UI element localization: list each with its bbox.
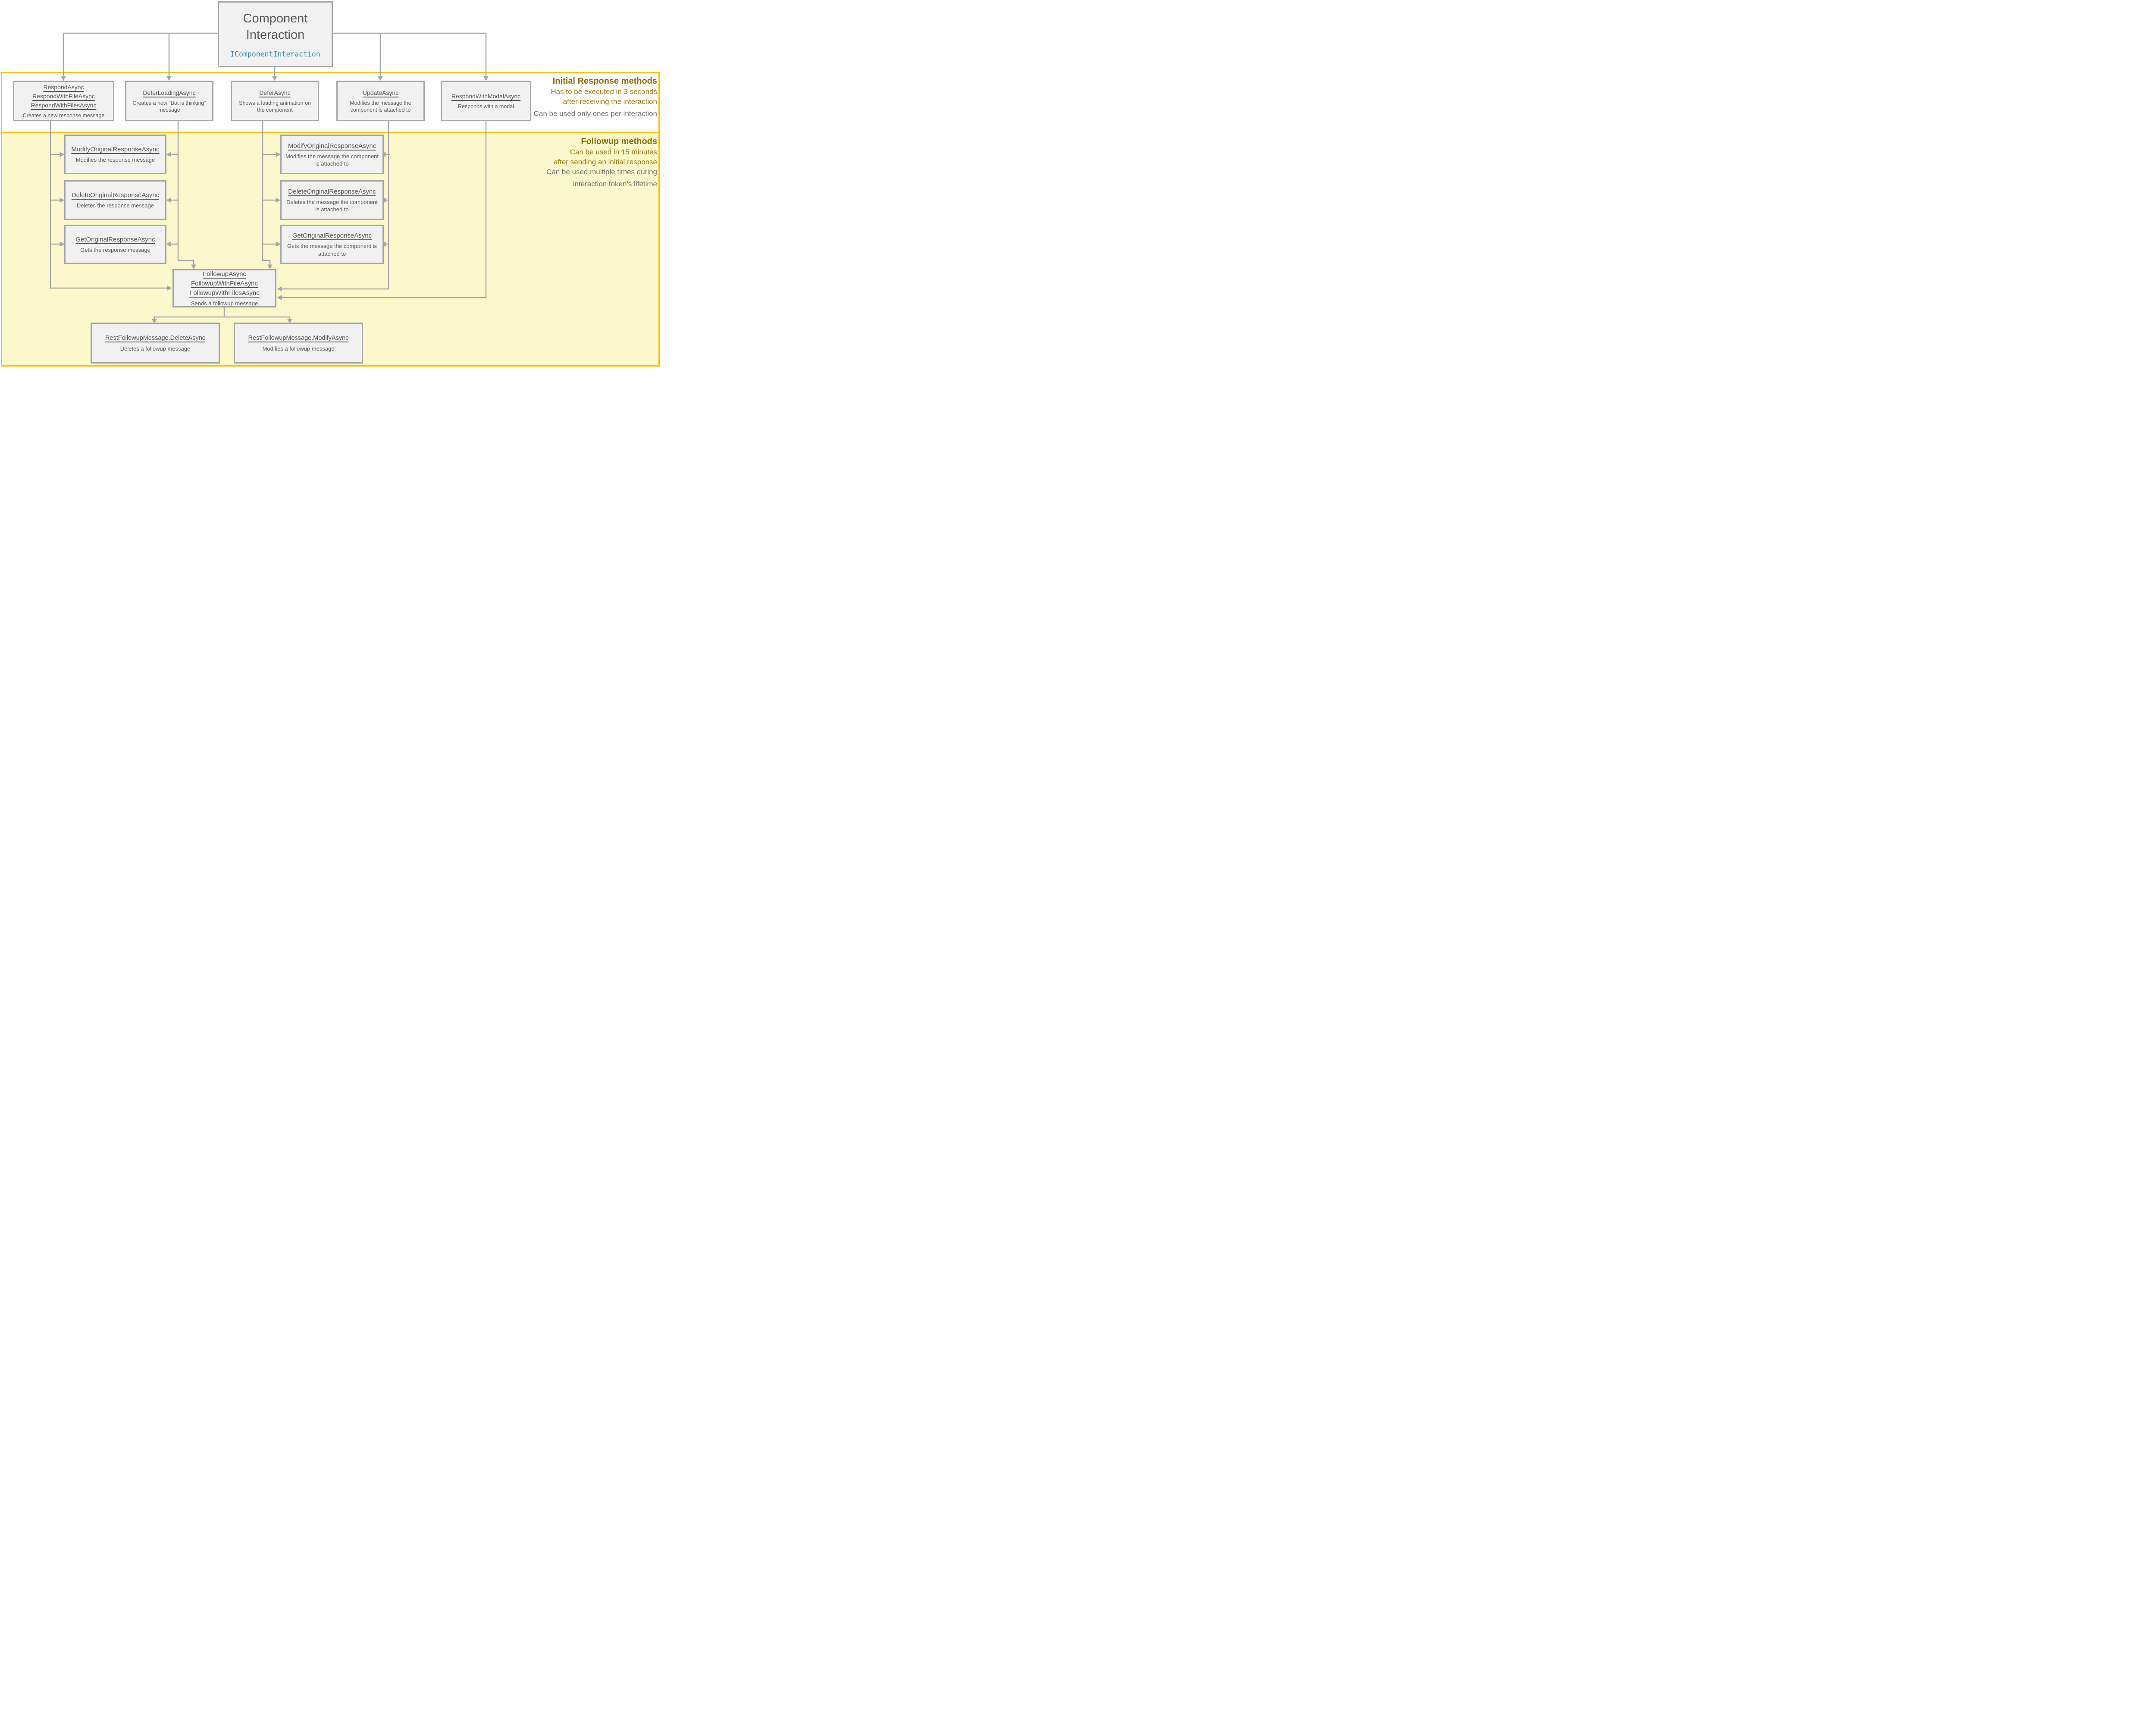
method-name: DeferLoadingAsync (143, 89, 196, 96)
method-name: DeleteOriginalResponseAsync (288, 188, 376, 195)
method-desc: Deletes the message the component is att… (286, 198, 378, 213)
method-desc: Modifies a followup message (262, 345, 335, 352)
method-name: RespondAsync (43, 84, 84, 91)
method-desc: Gets the message the component is attach… (287, 243, 377, 257)
method-name: ModifyOriginalResponseAsync (71, 146, 160, 154)
diagram-canvas: Component Interaction IComponentInteract… (0, 0, 664, 367)
method-name: RespondWithFileAsync (32, 93, 95, 100)
node-respond-with-modal-async: RespondWithModalAsync Responds with a mo… (441, 81, 531, 121)
method-name: FollowupWithFileAsync (191, 279, 258, 287)
method-name: DeleteOriginalResponseAsync (71, 191, 160, 199)
initial-note-header: Initial Response methods (552, 76, 657, 86)
line-defer-loading-to-followup (177, 121, 196, 270)
node-modify-original-response-left: ModifyOriginalResponseAsync Modifies the… (64, 135, 166, 174)
method-name: RespondWithModalAsync (451, 93, 521, 100)
node-delete-original-response-left: DeleteOriginalResponseAsync Deletes the … (64, 180, 166, 220)
method-name: RestFollowupMessage.DeleteAsync (105, 335, 206, 342)
initial-note-gold-1: Has to be executed in 3 seconds (551, 88, 657, 96)
method-name: RespondWithFilesAsync (31, 102, 97, 109)
line-modal-to-followup (277, 121, 487, 300)
initial-note-gold-2: after receiving the interaction (563, 97, 657, 106)
node-defer-loading-async: DeferLoadingAsync Creates a new “Bot is … (125, 81, 213, 121)
followup-note-gold-2: after sending an initial response (553, 158, 657, 166)
node-defer-async: DeferAsync Shows a loading animation on … (231, 81, 319, 121)
followup-note-gold-1: Can be used in 15 minutes (570, 148, 657, 156)
method-name: ModifyOriginalResponseAsync (288, 142, 376, 150)
line-update-to-followup (277, 121, 389, 292)
method-name: RestFollowupMessage.ModifyAsync (248, 335, 349, 342)
connector-lines (50, 32, 489, 324)
node-component-interaction: Component Interaction IComponentInteract… (218, 1, 333, 67)
node-rest-followup-modify-async: RestFollowupMessage.ModifyAsync Modifies… (234, 323, 363, 364)
method-desc: Creates a new response message (22, 113, 105, 119)
root-title-line2: Interaction (246, 28, 305, 42)
followup-note-gray-2: interaction token’s lifetime (573, 180, 657, 188)
method-desc: Gets the response message (80, 246, 150, 253)
method-name: UpdateAsync (362, 89, 399, 96)
line-respond-to-followup (50, 121, 172, 291)
method-name: DeferAsync (259, 89, 291, 96)
node-followup-async: FollowupAsync FollowupWithFileAsync Foll… (172, 269, 276, 307)
method-name: FollowupAsync (203, 270, 246, 278)
node-update-async: UpdateAsync Modifies the message the com… (336, 81, 425, 121)
node-modify-original-response-mid: ModifyOriginalResponseAsync Modifies the… (280, 135, 384, 174)
followup-note-gray-1: Can be used multiple times during (546, 168, 657, 176)
node-delete-original-response-mid: DeleteOriginalResponseAsync Deletes the … (280, 180, 384, 220)
method-desc: Shows a loading animation on the compone… (239, 100, 311, 113)
method-desc: Responds with a modal (458, 104, 514, 110)
method-desc: Deletes the response message (76, 202, 154, 209)
method-desc: Deletes a followup message (120, 345, 191, 352)
method-name: GetOriginalResponseAsync (292, 232, 372, 239)
method-desc: Modifies the message the component is at… (350, 100, 411, 113)
node-rest-followup-delete-async: RestFollowupMessage.DeleteAsync Deletes … (91, 323, 220, 364)
followup-note: Followup methods Can be used in 15 minut… (546, 136, 657, 189)
node-get-original-response-mid: GetOriginalResponseAsync Gets the messag… (280, 225, 384, 264)
method-desc: Modifies the message the component is at… (285, 153, 379, 167)
initial-note-gray: Can be used only ones per interaction (533, 110, 657, 118)
root-interface-code: IComponentInteraction (230, 50, 320, 58)
node-get-original-response-left: GetOriginalResponseAsync Gets the respon… (64, 225, 166, 264)
method-desc: Creates a new “Bot is thinking” message (132, 100, 206, 113)
line-defer-to-followup (262, 121, 273, 270)
root-title: Component Interaction (243, 10, 308, 43)
method-desc: Modifies the response message (75, 157, 155, 163)
method-name: FollowupWithFilesAsync (189, 289, 260, 297)
root-title-line1: Component (243, 12, 308, 25)
method-name: GetOriginalResponseAsync (75, 235, 155, 243)
followup-note-header: Followup methods (581, 137, 657, 146)
node-respond-async: RespondAsync RespondWithFileAsync Respon… (13, 81, 114, 121)
initial-response-note: Initial Response methods Has to be execu… (534, 76, 657, 119)
method-desc: Sends a followup message (191, 300, 258, 307)
